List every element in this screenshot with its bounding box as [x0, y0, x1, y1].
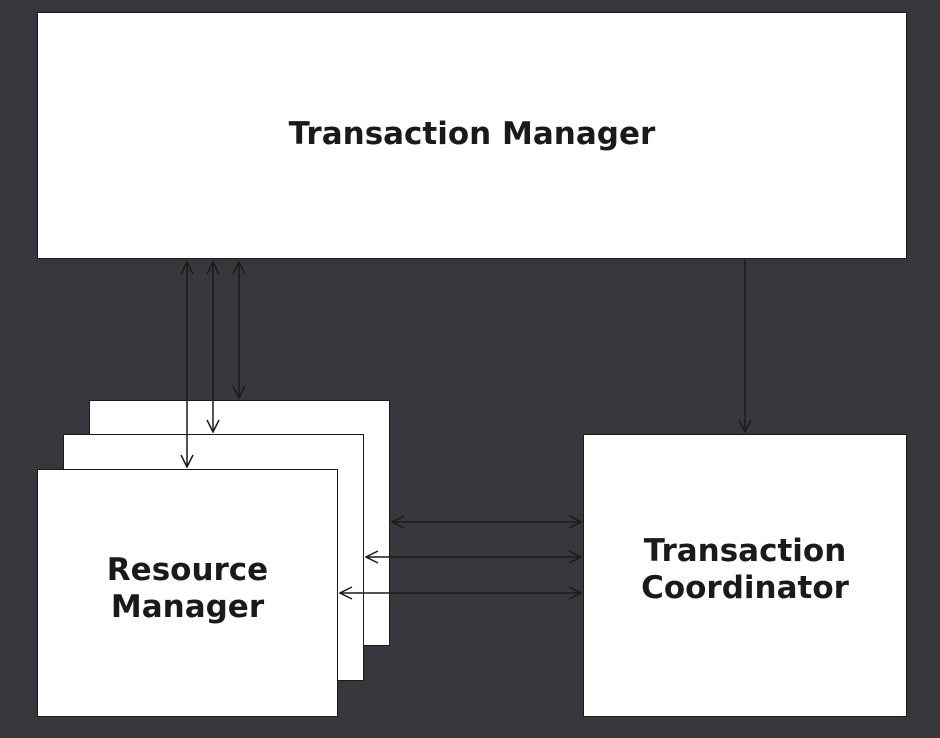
transaction-manager-box: [37, 12, 907, 259]
transaction-coordinator-label-line1: Transaction: [643, 533, 847, 569]
resource-manager-box-front: [37, 469, 338, 717]
transaction-coordinator-box: [583, 434, 907, 717]
resource-manager-label-line2: Manager: [110, 589, 265, 626]
resource-manager-label: Resource Manager: [37, 552, 338, 626]
transaction-coordinator-label-line2: Coordinator: [641, 570, 849, 607]
transaction-coordinator-label: Transaction Coordinator: [583, 533, 907, 607]
resource-manager-label-line1: Resource: [106, 552, 269, 588]
transaction-manager-label: Transaction Manager: [288, 116, 656, 152]
